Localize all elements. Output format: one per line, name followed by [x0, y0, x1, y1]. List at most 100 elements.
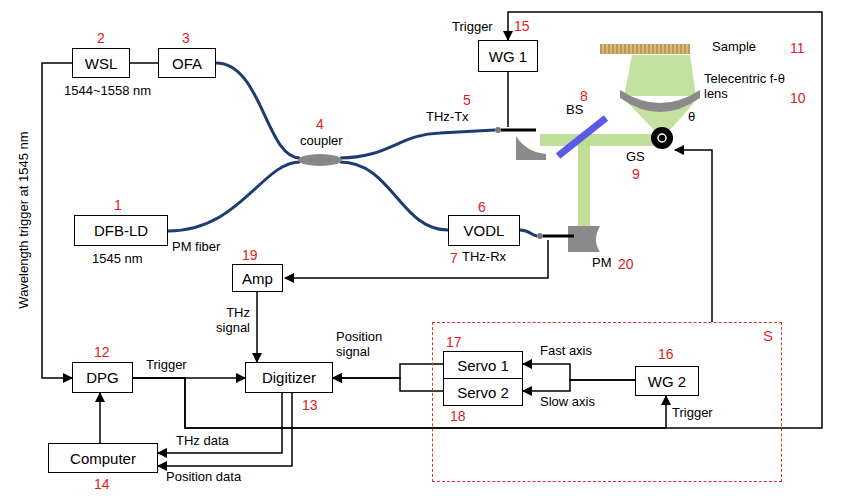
part-label: THz-Tx	[426, 110, 469, 125]
device-box: Servo 1	[443, 351, 523, 379]
box-label: OFA	[172, 55, 202, 72]
signal-connector	[333, 364, 443, 378]
part-label: GS	[626, 150, 645, 165]
part-label: coupler	[300, 134, 343, 149]
connector-label: Trigger	[452, 20, 493, 35]
callout-number: 2	[97, 30, 105, 46]
part-label: θ	[688, 110, 695, 125]
callout-number: 20	[618, 256, 634, 272]
signal-connector	[523, 380, 635, 391]
connector-label: Trigger	[672, 406, 713, 421]
thz-tx	[501, 129, 536, 132]
part-label: PM fiber	[172, 240, 220, 255]
parabolic-mirror	[516, 136, 546, 160]
signal-connector	[42, 63, 72, 378]
callout-number: 14	[94, 476, 110, 492]
device-box: Amp	[232, 264, 283, 292]
signal-connector	[130, 62, 158, 64]
beam-splitter	[558, 118, 606, 156]
fiber	[216, 63, 300, 158]
part-label: PM	[592, 256, 612, 271]
wire	[507, 72, 509, 127]
part-label: Telecentric f-θ lens	[704, 72, 786, 102]
callout-number: 12	[94, 344, 110, 360]
device-box: DFB-LD	[74, 215, 168, 246]
callout-number: 5	[463, 92, 471, 108]
signal-connector	[99, 393, 101, 443]
callout-number: 1	[114, 197, 122, 213]
fiber	[168, 162, 300, 231]
wire	[675, 150, 712, 322]
connector-label: THz data	[176, 434, 229, 449]
part-label: Sample	[712, 40, 756, 55]
callout-number: 17	[446, 334, 462, 350]
box-label: Amp	[242, 270, 273, 287]
beam	[578, 140, 590, 228]
box-label: VODL	[464, 222, 505, 239]
part-label: 1545 nm	[92, 252, 143, 267]
box-label: WSL	[85, 55, 118, 72]
galvo-scanner	[651, 127, 673, 149]
connector-label: Fast axis	[540, 344, 592, 359]
beam	[540, 134, 660, 146]
callout-number: 3	[182, 30, 190, 46]
parabolic-mirror	[568, 226, 600, 252]
callout-number: 6	[478, 199, 486, 215]
device-box: DPG	[72, 362, 133, 393]
coupler	[298, 154, 342, 166]
part-label: 1544~1558 nm	[64, 84, 151, 99]
callout-number: 7	[450, 250, 458, 266]
box-label: Servo 1	[457, 357, 509, 374]
device-box: Computer	[48, 443, 158, 473]
antenna	[537, 233, 543, 239]
part-label: BS	[566, 103, 583, 118]
callout-number: 13	[302, 397, 318, 413]
signal-connector	[333, 378, 443, 391]
servo-group-region: SServo 1Servo 2WG 2	[432, 322, 782, 482]
callout-number: 15	[514, 18, 530, 34]
box-label: Digitizer	[262, 369, 316, 386]
fiber	[340, 130, 495, 158]
callout-number: 9	[632, 166, 640, 182]
fiber	[520, 230, 537, 236]
box-label: DFB-LD	[94, 222, 148, 239]
device-box: VODL	[448, 215, 520, 246]
callout-number: 19	[242, 247, 258, 263]
signal-connector	[133, 12, 822, 428]
connector-label: THz signal	[198, 306, 250, 336]
beam	[624, 55, 696, 96]
telecentric-lens	[620, 90, 700, 112]
box-label: WG 1	[489, 48, 527, 65]
box-label: WG 2	[648, 373, 686, 390]
signal-connector	[523, 364, 635, 380]
device-box: WG 1	[478, 40, 538, 72]
signal-connector	[158, 393, 282, 453]
callout-number: 4	[316, 116, 324, 132]
device-box: WG 2	[635, 366, 699, 396]
callout-number: 16	[658, 346, 674, 362]
thz-rx	[543, 235, 574, 238]
antenna	[495, 127, 501, 133]
device-box: OFA	[158, 48, 216, 78]
callout-number: 18	[450, 408, 466, 424]
box-label: Computer	[70, 450, 136, 467]
box-label: Servo 2	[457, 384, 509, 401]
signal-connector	[256, 292, 258, 362]
fiber	[340, 162, 448, 230]
part-label: THz-Rx	[462, 250, 506, 265]
connector-label: Slow axis	[540, 395, 595, 410]
connector-label: Position signal	[336, 330, 390, 360]
device-box: WSL	[72, 48, 130, 78]
connector-label: Trigger	[146, 358, 187, 373]
device-box: Digitizer	[245, 362, 333, 393]
connector-label: Position data	[166, 470, 241, 485]
box-label: DPG	[86, 369, 119, 386]
signal-connector	[158, 393, 292, 466]
connector-label: Wavelength trigger at 1545 nm	[17, 131, 32, 308]
callout-number: 8	[580, 88, 588, 104]
device-box: Servo 2	[443, 378, 523, 406]
signal-connector	[133, 378, 666, 428]
callout-number: 11	[790, 40, 805, 56]
fibers	[168, 63, 537, 236]
